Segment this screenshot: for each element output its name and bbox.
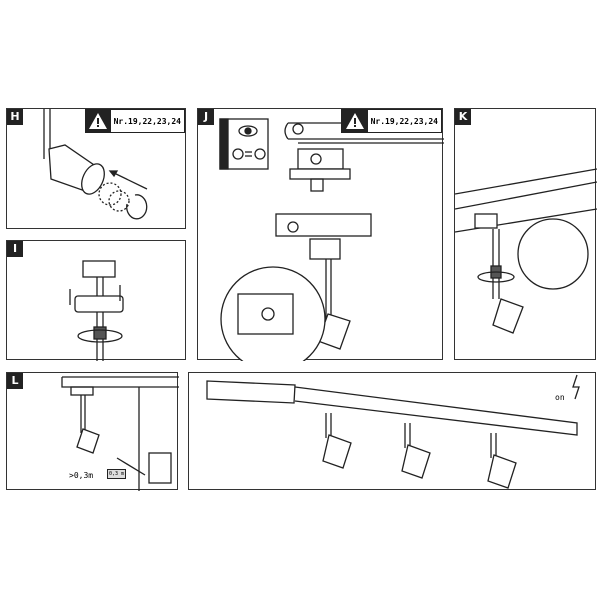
power-icon — [572, 374, 580, 400]
spotlight-bulb-replace-illustration — [43, 109, 148, 220]
spotlight — [322, 413, 352, 469]
panel-l: L >0,3m 0,3 m — [6, 372, 179, 491]
warning-box: Nr.19,22,23,24 — [85, 109, 185, 133]
panel-k: K — [454, 108, 597, 360]
warning-box: Nr.19,22,23,24 — [341, 109, 442, 133]
step-label-l: L — [7, 373, 23, 389]
model-numbers: Nr.19,22,23,24 — [370, 116, 438, 126]
panel-final: on — [188, 372, 596, 490]
wall-distance-illustration — [61, 376, 179, 491]
earth-icon — [232, 148, 244, 160]
min-distance-label: >0,3m — [69, 471, 94, 480]
adapter-mounting-illustration — [69, 260, 124, 361]
spotlight — [487, 433, 517, 489]
switch-on-label: on — [555, 393, 565, 402]
step-label-h: H — [7, 109, 23, 125]
warning-icon — [86, 110, 111, 132]
panel-h: H Nr.19,22,23,24 — [6, 108, 186, 229]
panel-j: J Nr.19,22,23,24 — [197, 108, 444, 361]
fixing-screw-illustration — [455, 168, 597, 334]
spotlight — [401, 423, 431, 479]
model-numbers: Nr.19,22,23,24 — [113, 116, 181, 126]
earth-alignment-illustration — [219, 118, 444, 361]
warning-icon — [342, 110, 368, 132]
panel-i: I — [6, 240, 186, 361]
distance-icon: 0,3 m — [107, 469, 127, 479]
step-label-i: I — [7, 241, 23, 257]
step-label-k: K — [455, 109, 471, 125]
step-label-j: J — [198, 109, 214, 125]
picture-frame-icon — [148, 452, 172, 484]
installed-track-illustration — [206, 374, 580, 489]
